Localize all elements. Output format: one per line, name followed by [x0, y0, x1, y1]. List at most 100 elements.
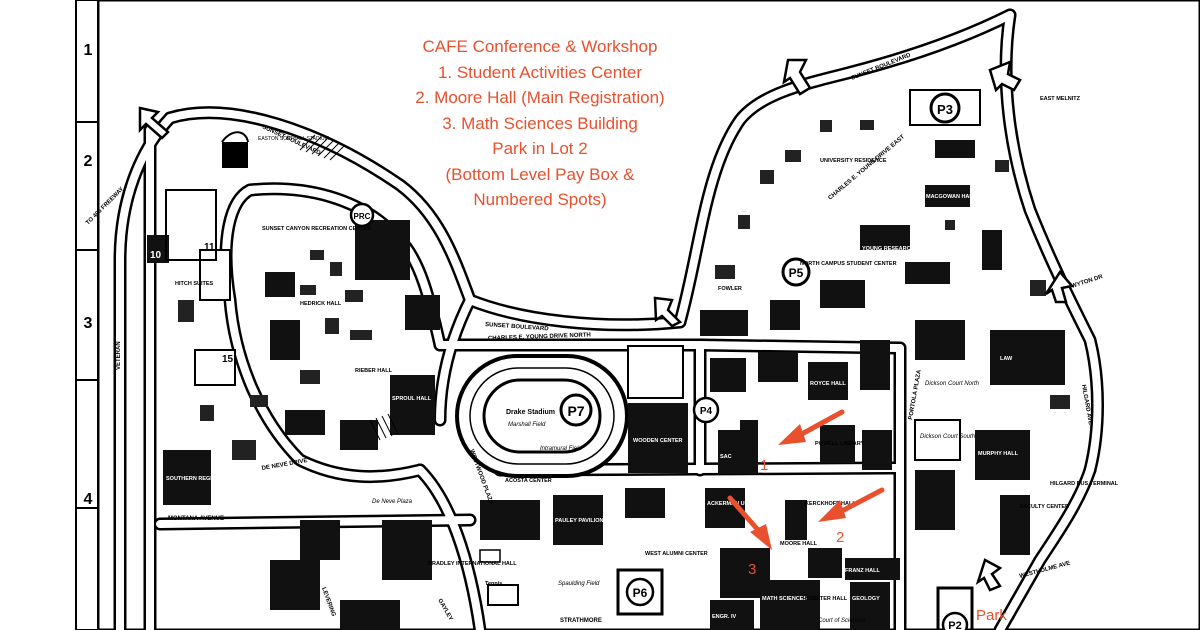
drake-stadium-label: Drake Stadium [506, 409, 555, 416]
annotation-title: CAFE Conference & Workshop [422, 37, 658, 56]
entrance-arrow-icon [138, 106, 170, 140]
young-research-library-label: YOUNG RESEARCH LIBRARY [862, 246, 941, 252]
annotation-item-1: 1. Student Activities Center [437, 62, 643, 82]
building-number-11: 11 [204, 242, 215, 253]
royce-hall-label: ROYCE HALL [810, 381, 846, 387]
north-campus-label: NORTH CAMPUS STUDENT CENTER [800, 261, 897, 267]
strathmore-label: STRATHMORE [560, 618, 602, 624]
parking-p7: P7 [559, 393, 593, 427]
boelter-hall-label: BOELTER HALL [805, 596, 848, 602]
bradley-hall-label: BRADLEY INTERNATIONAL HALL [428, 561, 517, 567]
arrowhead-icon [818, 500, 846, 522]
grid-row-1: 1 [84, 42, 93, 59]
sproul-hall-label: SPROUL HALL [392, 396, 432, 402]
marker-3-label: 3 [748, 561, 756, 578]
road-network [113, 8, 1104, 630]
faculty-center-label: FACULTY CENTER [1020, 504, 1069, 510]
building-number-10: 10 [150, 250, 162, 261]
parking-p3-label: P3 [937, 102, 953, 117]
sunset-blvd-south-label: SUNSET BOULEVARD [485, 322, 549, 332]
franz-hall-label: FRANZ HALL [845, 568, 880, 574]
parking-p6-label: P6 [633, 586, 648, 600]
acosta-center-label: ACOSTA CENTER [505, 478, 552, 484]
rieber-hall-label: RIEBER HALL [355, 368, 393, 374]
veteran-label: VETERAN [116, 341, 122, 370]
tennis-label: Tennis [485, 581, 502, 587]
hilgard-bus-terminal-label: HILGARD BUS TERMINAL [1050, 481, 1119, 487]
entrance-arrow-icon [653, 296, 683, 328]
university-residence-label: UNIVERSITY RESIDENCE [820, 158, 887, 164]
arrow-to-moore-hall [837, 487, 885, 515]
easton-softball-label: EASTON SOFTBALL STADIUM [258, 136, 329, 142]
law-label: LAW [1000, 356, 1013, 362]
geology-label: GEOLOGY [852, 596, 880, 602]
hatched-slopes [299, 134, 399, 441]
easton-softball-stadium [221, 131, 249, 168]
parking-prc-label: PRC [354, 212, 371, 221]
kerckhoff-hall-label: KERCKHOFF HALL [805, 501, 856, 507]
hitch-suites-label: HITCH SUITES [175, 281, 214, 287]
fowler-label: FOWLER [718, 286, 742, 292]
marker-1-label: 1 [760, 457, 768, 474]
pauley-pavilion-label: PAULEY PAVILION [555, 518, 604, 524]
entrance-arrow-icon [975, 558, 1003, 592]
grid-row-2: 2 [84, 153, 93, 170]
arrowhead-icon [778, 424, 806, 445]
annotation-arrows [727, 409, 885, 550]
parking-p2: P2 [936, 586, 974, 630]
intramural-field-label: Intramural Field [540, 446, 582, 452]
conference-annotation: CAFE Conference & Workshop 1. Student Ac… [340, 34, 740, 213]
parking-p5: P5 [781, 257, 811, 287]
west-alumni-center-label: WEST ALUMNI CENTER [645, 551, 708, 557]
wooden-center-label: WOODEN CENTER [633, 438, 683, 444]
entrance-arrow-icon [1044, 269, 1075, 304]
annotation-item-3: 3. Math Sciences Building [442, 113, 638, 133]
annotation-note-2: Numbered Spots) [473, 190, 607, 209]
parking-p2-label: P2 [948, 620, 961, 630]
parking-p4: P4 [692, 396, 720, 424]
montana-ave-label: MONTANA AVENUE [168, 516, 224, 522]
entrance-arrow-icon [988, 60, 1022, 93]
east-melnitz-label: EAST MELNITZ [1040, 96, 1081, 102]
annotation-item-2: 2. Moore Hall (Main Registration) [415, 88, 665, 107]
sac-label: SAC [720, 454, 732, 460]
parking-p7-label: P7 [567, 403, 584, 419]
park-label: Park [976, 607, 1007, 624]
hedrick-hall-label: HEDRICK HALL [300, 301, 342, 307]
moore-hall-label: MOORE HALL [780, 541, 818, 547]
residential-blocks [178, 120, 1070, 606]
parking-p5-label: P5 [789, 266, 804, 280]
parking-prc: PRC [349, 202, 375, 228]
court-of-sciences-label: Court of Sciences [818, 618, 865, 624]
arrow-to-math-sciences [727, 495, 761, 533]
parking-p3: P3 [929, 92, 961, 124]
entrance-arrow-icon [782, 58, 812, 96]
macgowan-hall-label: MACGOWAN HALL [926, 194, 977, 200]
charles-young-north-label: CHARLES E. YOUNG DRIVE NORTH [488, 332, 591, 342]
entrance-arrows [138, 58, 1075, 592]
grid-column [75, 0, 99, 630]
marshall-field-label: Marshall Field [508, 422, 546, 428]
drake-stadium-track [455, 354, 629, 478]
marker-2-label: 2 [836, 529, 844, 546]
murphy-hall-label: MURPHY HALL [978, 451, 1019, 457]
southern-regional-library-label: SOUTHERN REGIONAL LIBRARY FACILITY [166, 476, 279, 482]
engineering-iv-label: ENGR. IV [712, 614, 736, 620]
arrowhead-icon [750, 524, 772, 550]
building-number-15: 15 [222, 354, 234, 365]
math-sciences-label: MATH SCIENCES [762, 596, 807, 602]
dickson-court-south-label: Dickson Court South [920, 434, 976, 440]
parking-p4-label: P4 [700, 406, 713, 417]
powell-library-label: POWELL LIBRARY [815, 441, 865, 447]
grid-row-4: 4 [84, 491, 93, 508]
sunset-canyon-label: SUNSET CANYON RECREATION CENTER [262, 226, 371, 232]
de-neve-plaza-label: De Neve Plaza [372, 499, 413, 505]
spaulding-field-label: Spaulding Field [558, 581, 600, 587]
dickson-court-north-label: Dickson Court North [925, 381, 980, 387]
grid-row-3: 3 [84, 315, 93, 332]
buildings [147, 89, 1065, 630]
parking-p6: P6 [616, 568, 664, 616]
arrow-to-sac [797, 409, 845, 438]
annotation-park: Park in Lot 2 [492, 139, 588, 158]
